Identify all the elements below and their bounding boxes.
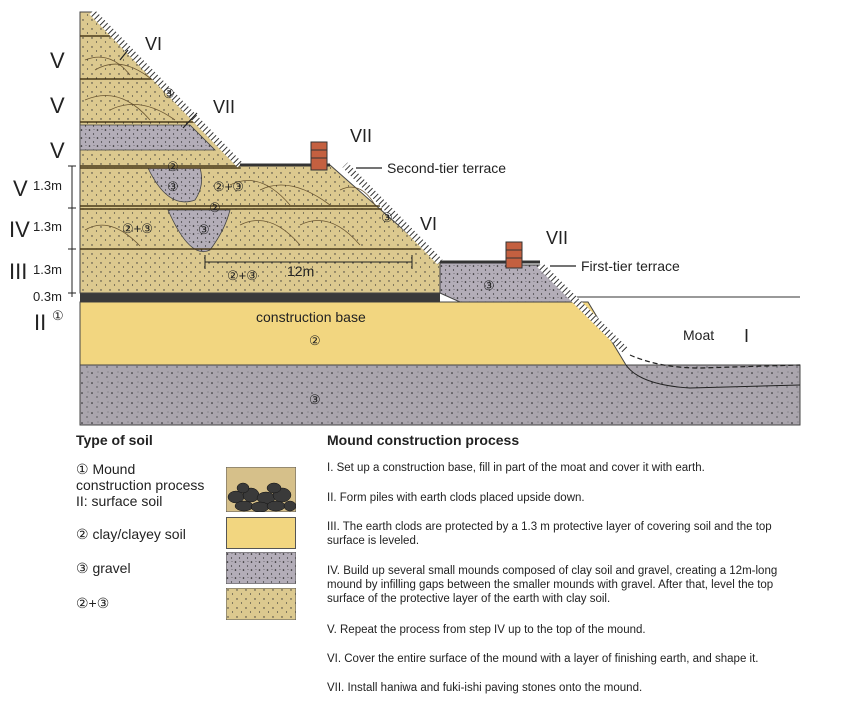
process-step-4: IV. Build up several small mounds compos… bbox=[327, 565, 778, 605]
layer-lines bbox=[80, 35, 420, 250]
terrace-pointers bbox=[119, 49, 576, 267]
clod-strokes bbox=[84, 56, 376, 247]
circ-three-e: ③ bbox=[483, 278, 495, 293]
roman-level-v-1: V bbox=[50, 48, 65, 73]
label-vi-top: VI bbox=[145, 34, 162, 54]
circ-two-a: ② bbox=[167, 159, 179, 174]
legend-swatch-stones bbox=[226, 467, 296, 512]
mound-cross-section-diagram: V V V V IV III II 1.3m 1.3m 1.3m 0.3m VI… bbox=[9, 9, 801, 426]
circ-three-d: ③ bbox=[381, 210, 393, 225]
moat-bed-line bbox=[625, 364, 801, 389]
gravel-pocket-upper bbox=[147, 167, 203, 203]
circ-two-plus-three-b: ②+③ bbox=[122, 221, 153, 236]
process-step-3: III. The earth clods are protected by a … bbox=[327, 521, 772, 547]
legend-item-mix-label: ②+③ bbox=[76, 595, 110, 611]
label-vi-slope: VI bbox=[420, 214, 437, 234]
circ-two-plus-three-a: ②+③ bbox=[213, 179, 244, 194]
roman-level-ii: II bbox=[34, 310, 46, 335]
process-step-2: II. Form piles with earth clods placed u… bbox=[327, 492, 585, 504]
height-2: 1.3m bbox=[33, 219, 62, 234]
haniwa-second-icon bbox=[310, 141, 328, 171]
roman-level-v-4: V bbox=[13, 176, 28, 201]
legend-swatch-gravel bbox=[226, 552, 296, 584]
roman-level-v-2: V bbox=[50, 93, 65, 118]
legend-swatch-mix bbox=[226, 588, 296, 620]
height-bracket bbox=[68, 165, 76, 297]
process-title: Mound construction process bbox=[327, 432, 520, 448]
label-moat-roman: I bbox=[744, 326, 749, 346]
circ-one-ii: ① bbox=[52, 308, 64, 323]
legend-title: Type of soil bbox=[76, 432, 153, 448]
label-vii-top: VII bbox=[213, 97, 235, 117]
process-step-6: VI. Cover the entire surface of the moun… bbox=[327, 653, 759, 665]
label-second-terrace: Second-tier terrace bbox=[387, 160, 506, 176]
legend-swatch-clay bbox=[226, 517, 296, 549]
label-construction-base: construction base bbox=[256, 309, 366, 325]
label-moat: Moat bbox=[683, 327, 714, 343]
label-vii-second: VII bbox=[350, 126, 372, 146]
gravel-pocket-lower bbox=[167, 209, 231, 252]
label-first-terrace: First-tier terrace bbox=[581, 258, 680, 274]
middle-slope-finish bbox=[342, 162, 443, 265]
label-vii-first: VII bbox=[546, 228, 568, 248]
height-3: 1.3m bbox=[33, 262, 62, 277]
lower-slope-finish bbox=[537, 262, 628, 353]
gravel-band-top bbox=[79, 124, 216, 151]
upper-slope-finish bbox=[89, 9, 243, 168]
height-4: 0.3m bbox=[33, 289, 62, 304]
circ-two-base: ② bbox=[309, 333, 321, 348]
legend-item-gravel-label: ③ gravel bbox=[76, 560, 131, 576]
circ-two-plus-three-c: ②+③ bbox=[227, 268, 258, 283]
circ-three-c: ③ bbox=[198, 222, 210, 237]
process-step-5: V. Repeat the process from step IV up to… bbox=[327, 624, 646, 636]
circ-three-a: ③ bbox=[163, 86, 175, 101]
height-1: 1.3m bbox=[33, 178, 62, 193]
process-step-1: I. Set up a construction base, fill in p… bbox=[327, 462, 705, 474]
circ-two-b: ② bbox=[209, 200, 221, 215]
roman-level-v-3: V bbox=[50, 138, 65, 163]
stone-layer bbox=[80, 293, 440, 302]
roman-level-iv: IV bbox=[9, 217, 30, 242]
circ-three-base: ③ bbox=[309, 392, 321, 407]
legend-item-stones-label: ① Mound construction process II: surface… bbox=[76, 461, 205, 509]
process-step-7: VII. Install haniwa and fuki-ishi paving… bbox=[327, 682, 643, 694]
roman-level-iii: III bbox=[9, 259, 27, 284]
haniwa-first-icon bbox=[505, 241, 523, 269]
legend-item-clay-label: ② clay/clayey soil bbox=[76, 526, 186, 542]
label-width: 12m bbox=[287, 263, 314, 279]
circ-three-b: ③ bbox=[167, 179, 179, 194]
bottom-gravel-layer bbox=[79, 364, 801, 426]
width-dimension bbox=[204, 255, 413, 269]
